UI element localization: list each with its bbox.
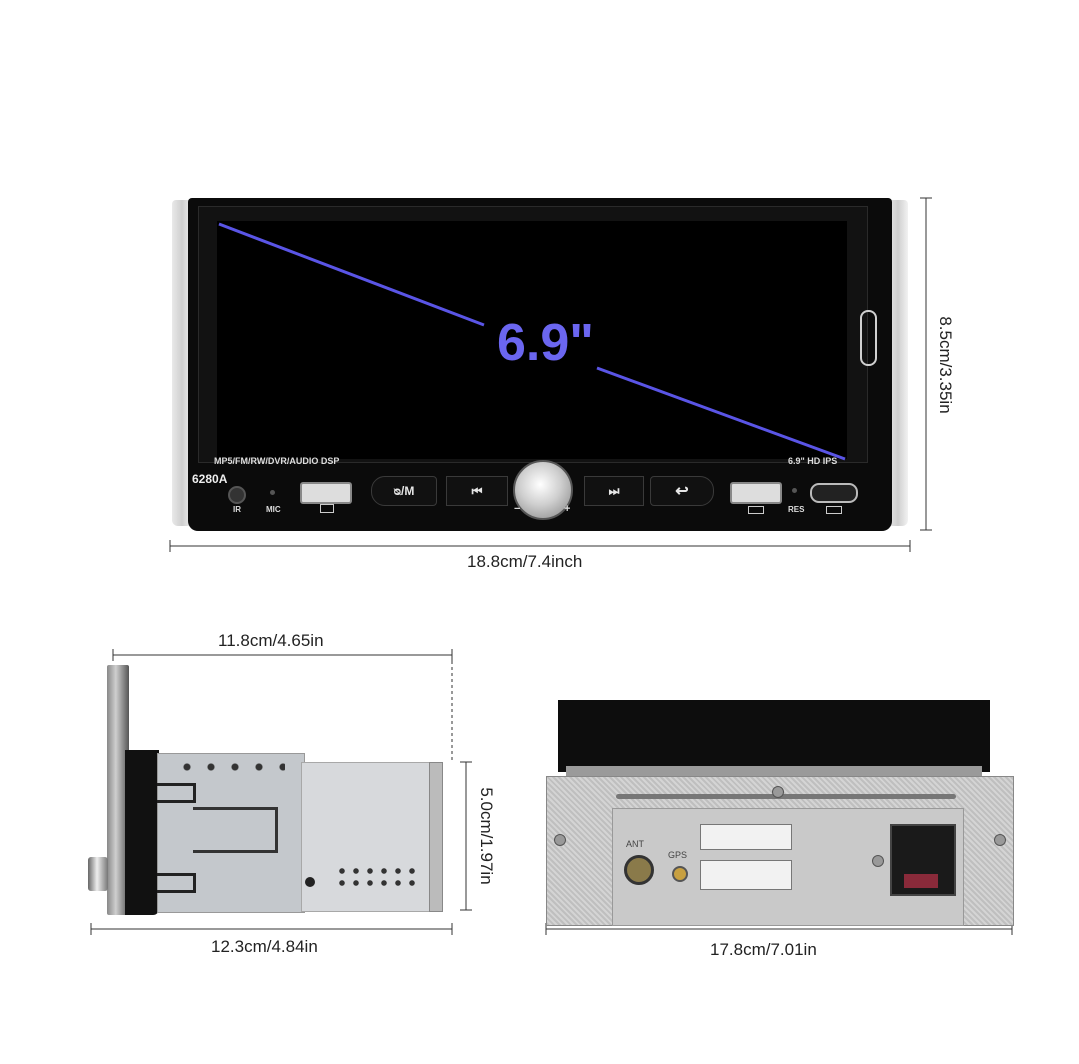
harness-connector-top[interactable] (700, 824, 792, 850)
reset-button[interactable] (792, 488, 797, 493)
side-chassis-bracket (157, 753, 305, 913)
ant-label: ANT (626, 839, 644, 849)
back-width-dimension: 17.8cm/7.01in (710, 940, 817, 959)
bracket-tab (193, 807, 278, 853)
screw-icon (772, 786, 784, 798)
model-label: 6280A (192, 472, 228, 486)
side-knob[interactable] (88, 857, 108, 891)
ir-label: IR (233, 505, 241, 514)
usb-c-port[interactable] (810, 483, 858, 503)
usb-port-left[interactable] (300, 482, 352, 504)
vent-holes (335, 865, 415, 889)
back-button[interactable]: ↩ (650, 476, 714, 506)
usb-c-charge-icon (826, 506, 842, 514)
back-slot (616, 794, 956, 799)
screen-size-label: 6.9" (497, 314, 594, 372)
screw-icon (872, 855, 884, 867)
screen-type-label: 6.9" HD IPS (788, 456, 838, 466)
iso-connector-latch (904, 874, 938, 888)
side-view (85, 665, 455, 925)
screw-hole (305, 877, 315, 887)
gps-label: GPS (668, 850, 688, 860)
back-top-flap (558, 700, 990, 772)
screen-diagonal (218, 222, 846, 461)
power-mode-button[interactable]: ᴓ/M (371, 476, 437, 506)
right-side-panel (888, 200, 908, 526)
mic-label: MIC (266, 505, 281, 514)
back-view: ANT GPS (546, 700, 1014, 926)
side-height-dimension: 5.0cm/1.97in (477, 787, 496, 885)
usb-port-right[interactable] (730, 482, 782, 504)
screw-icon (554, 834, 566, 846)
usb-video-icon (320, 504, 334, 513)
side-depth-bottom-dimension: 12.3cm/4.84in (211, 937, 318, 956)
gps-port[interactable] (672, 866, 688, 882)
display-screen[interactable]: 6.9" (198, 206, 868, 463)
usb-charge-icon (748, 506, 764, 514)
antenna-port[interactable] (624, 855, 654, 885)
left-side-panel (172, 200, 192, 526)
screw-icon (994, 834, 1006, 846)
previous-button[interactable]: ⏮ (446, 476, 508, 506)
front-view: 6.9" MP5/FM/RW/DVR/AUDIO DSP 6.9" HD IPS… (170, 198, 910, 531)
ir-sensor-icon (228, 486, 246, 504)
next-button[interactable]: ⏭ (584, 476, 644, 506)
pill-button[interactable] (860, 310, 877, 366)
side-chassis-body (301, 762, 435, 912)
mic-icon (270, 490, 275, 495)
features-label: MP5/FM/RW/DVR/AUDIO DSP (214, 456, 340, 466)
bracket-clip (157, 783, 196, 803)
volume-plus-label: + (564, 503, 571, 515)
res-label: RES (788, 505, 805, 514)
harness-connector-bottom[interactable] (700, 860, 792, 890)
vent-holes (175, 762, 285, 772)
side-chassis-end (429, 762, 443, 912)
front-height-dimension: 8.5cm/3.35in (936, 316, 955, 414)
side-depth-top-dimension: 11.8cm/4.65in (218, 631, 324, 650)
side-bezel (125, 750, 159, 915)
bracket-clip (157, 873, 196, 893)
volume-minus-label: − (514, 503, 521, 515)
volume-knob[interactable] (513, 460, 573, 520)
side-faceplate (107, 665, 129, 915)
front-width-dimension: 18.8cm/7.4inch (467, 552, 583, 571)
